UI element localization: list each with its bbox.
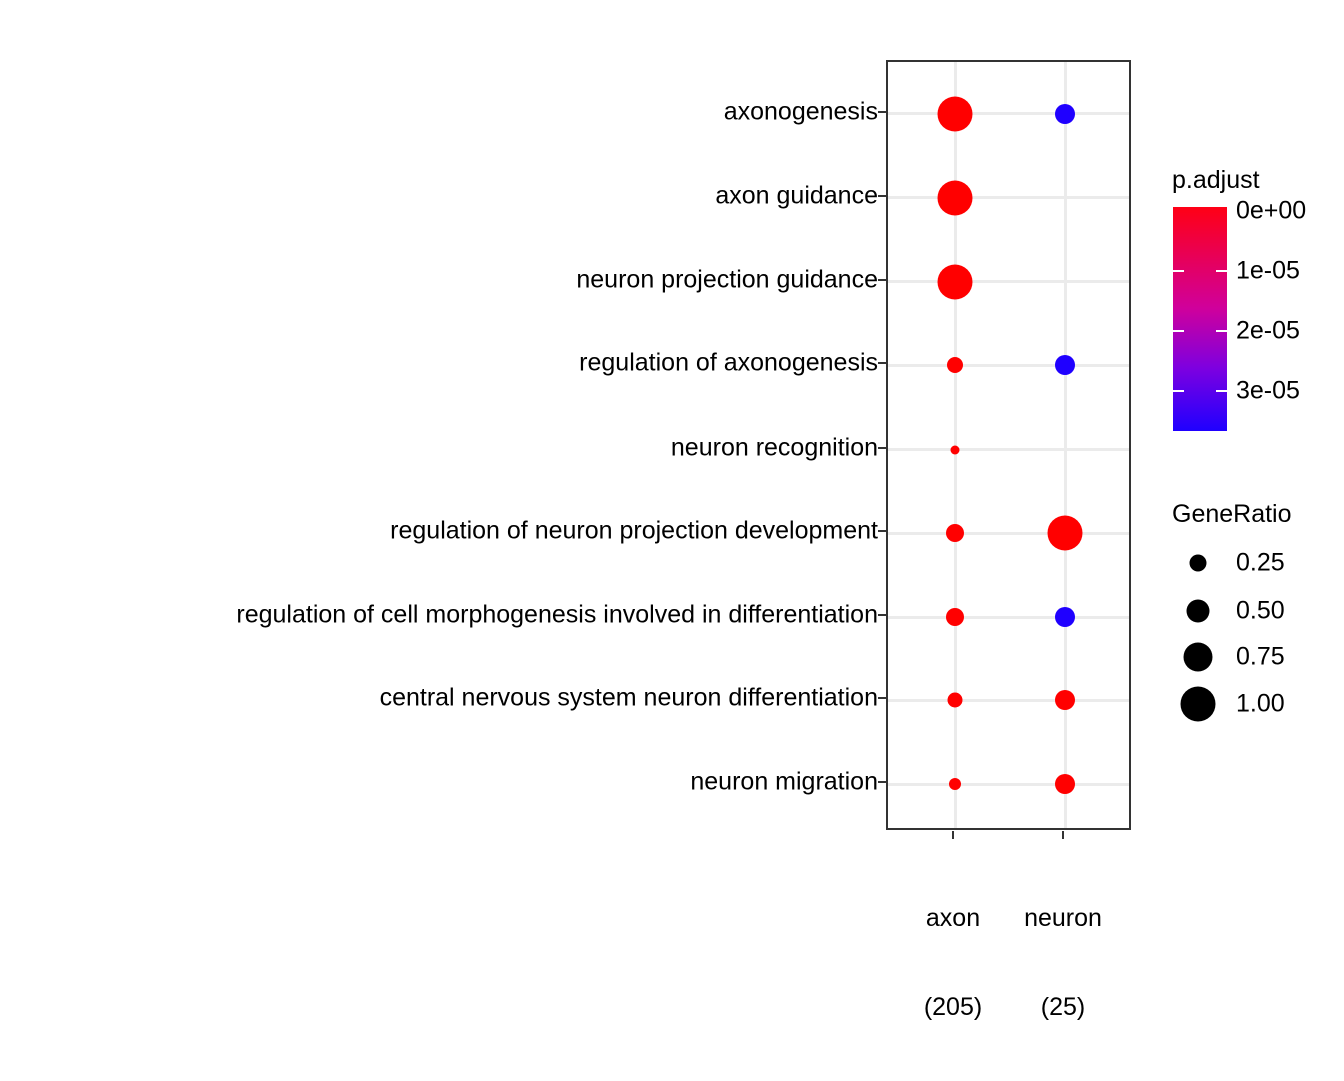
legend-size-label: 1.00 <box>1236 689 1285 718</box>
y-tick-mark <box>878 362 886 364</box>
data-point[interactable] <box>946 524 964 542</box>
data-point[interactable] <box>937 180 973 216</box>
data-point[interactable] <box>937 96 973 132</box>
gridline-horizontal <box>888 448 1129 451</box>
data-point[interactable] <box>1055 774 1075 794</box>
color-gradient-bar <box>1173 207 1227 431</box>
colorbar-tick-label: 3e-05 <box>1236 376 1300 405</box>
data-point[interactable] <box>946 608 964 626</box>
gridline-horizontal <box>888 364 1129 367</box>
y-tick-mark <box>878 781 886 783</box>
y-tick-label: regulation of axonogenesis <box>579 348 878 377</box>
gridline-horizontal <box>888 280 1129 283</box>
y-tick-label: neuron projection guidance <box>576 265 878 294</box>
y-tick-label: neuron recognition <box>670 433 878 462</box>
x-tick-label-count: (25) <box>1040 992 1086 1021</box>
y-tick-label: regulation of neuron projection developm… <box>390 516 878 545</box>
data-point[interactable] <box>947 357 963 373</box>
data-point[interactable] <box>949 778 961 790</box>
gridline-horizontal <box>888 783 1129 786</box>
legend-size-dot <box>1183 642 1213 672</box>
data-point[interactable] <box>1047 515 1083 551</box>
gridline-horizontal <box>888 532 1129 535</box>
colorbar-tick-label: 2e-05 <box>1236 316 1300 345</box>
legend-size-label: 0.50 <box>1236 596 1285 625</box>
x-tick-mark <box>952 831 954 839</box>
colorbar-tick <box>1173 330 1184 332</box>
colorbar-tick-label: 1e-05 <box>1236 256 1300 285</box>
x-tick-label-neuron: neuron (25) <box>973 845 1153 1081</box>
y-tick-mark <box>878 111 886 113</box>
gridline-vertical <box>1064 62 1067 828</box>
x-tick-label-name: axon <box>925 904 981 932</box>
legend-size-label: 0.75 <box>1236 642 1285 671</box>
x-tick-mark <box>1062 831 1064 839</box>
data-point[interactable] <box>1055 690 1075 710</box>
dotplot-figure: axonogenesis axon guidance neuron projec… <box>236 60 1307 1021</box>
colorbar-tick <box>1173 390 1184 392</box>
colorbar-tick <box>1216 330 1227 332</box>
data-point[interactable] <box>950 445 960 455</box>
colorbar-tick-label: 0e+00 <box>1236 196 1307 225</box>
legend-size-dot <box>1186 599 1210 623</box>
legend-size-dot <box>1189 554 1207 572</box>
y-tick-label: neuron migration <box>690 767 878 796</box>
y-tick-mark <box>878 614 886 616</box>
y-tick-mark <box>878 530 886 532</box>
y-tick-mark <box>878 697 886 699</box>
x-tick-label-name: neuron <box>1024 904 1102 932</box>
legend-gene-ratio-title: GeneRatio <box>1172 500 1292 528</box>
y-tick-label: central nervous system neuron differenti… <box>379 683 878 712</box>
legend-p-adjust-title: p.adjust <box>1172 166 1260 194</box>
legend-size-label: 0.25 <box>1236 548 1285 577</box>
y-tick-label: regulation of cell morphogenesis involve… <box>236 600 878 629</box>
colorbar-tick <box>1173 270 1184 272</box>
data-point[interactable] <box>937 264 973 300</box>
y-tick-mark <box>878 447 886 449</box>
y-tick-mark <box>878 195 886 197</box>
y-tick-mark <box>878 279 886 281</box>
gridline-horizontal <box>888 699 1129 702</box>
plot-panel <box>886 60 1131 830</box>
legend-size-dot <box>1180 686 1216 722</box>
gridline-horizontal <box>888 616 1129 619</box>
y-tick-label: axon guidance <box>715 181 878 210</box>
colorbar-tick <box>1216 390 1227 392</box>
colorbar-tick <box>1216 270 1227 272</box>
gridline-vertical <box>954 62 957 828</box>
gridline-horizontal <box>888 196 1129 199</box>
gridline-horizontal <box>888 112 1129 115</box>
data-point[interactable] <box>1055 355 1075 375</box>
data-point[interactable] <box>1055 607 1075 627</box>
y-tick-label: axonogenesis <box>723 97 878 126</box>
data-point[interactable] <box>947 692 963 708</box>
data-point[interactable] <box>1055 104 1075 124</box>
